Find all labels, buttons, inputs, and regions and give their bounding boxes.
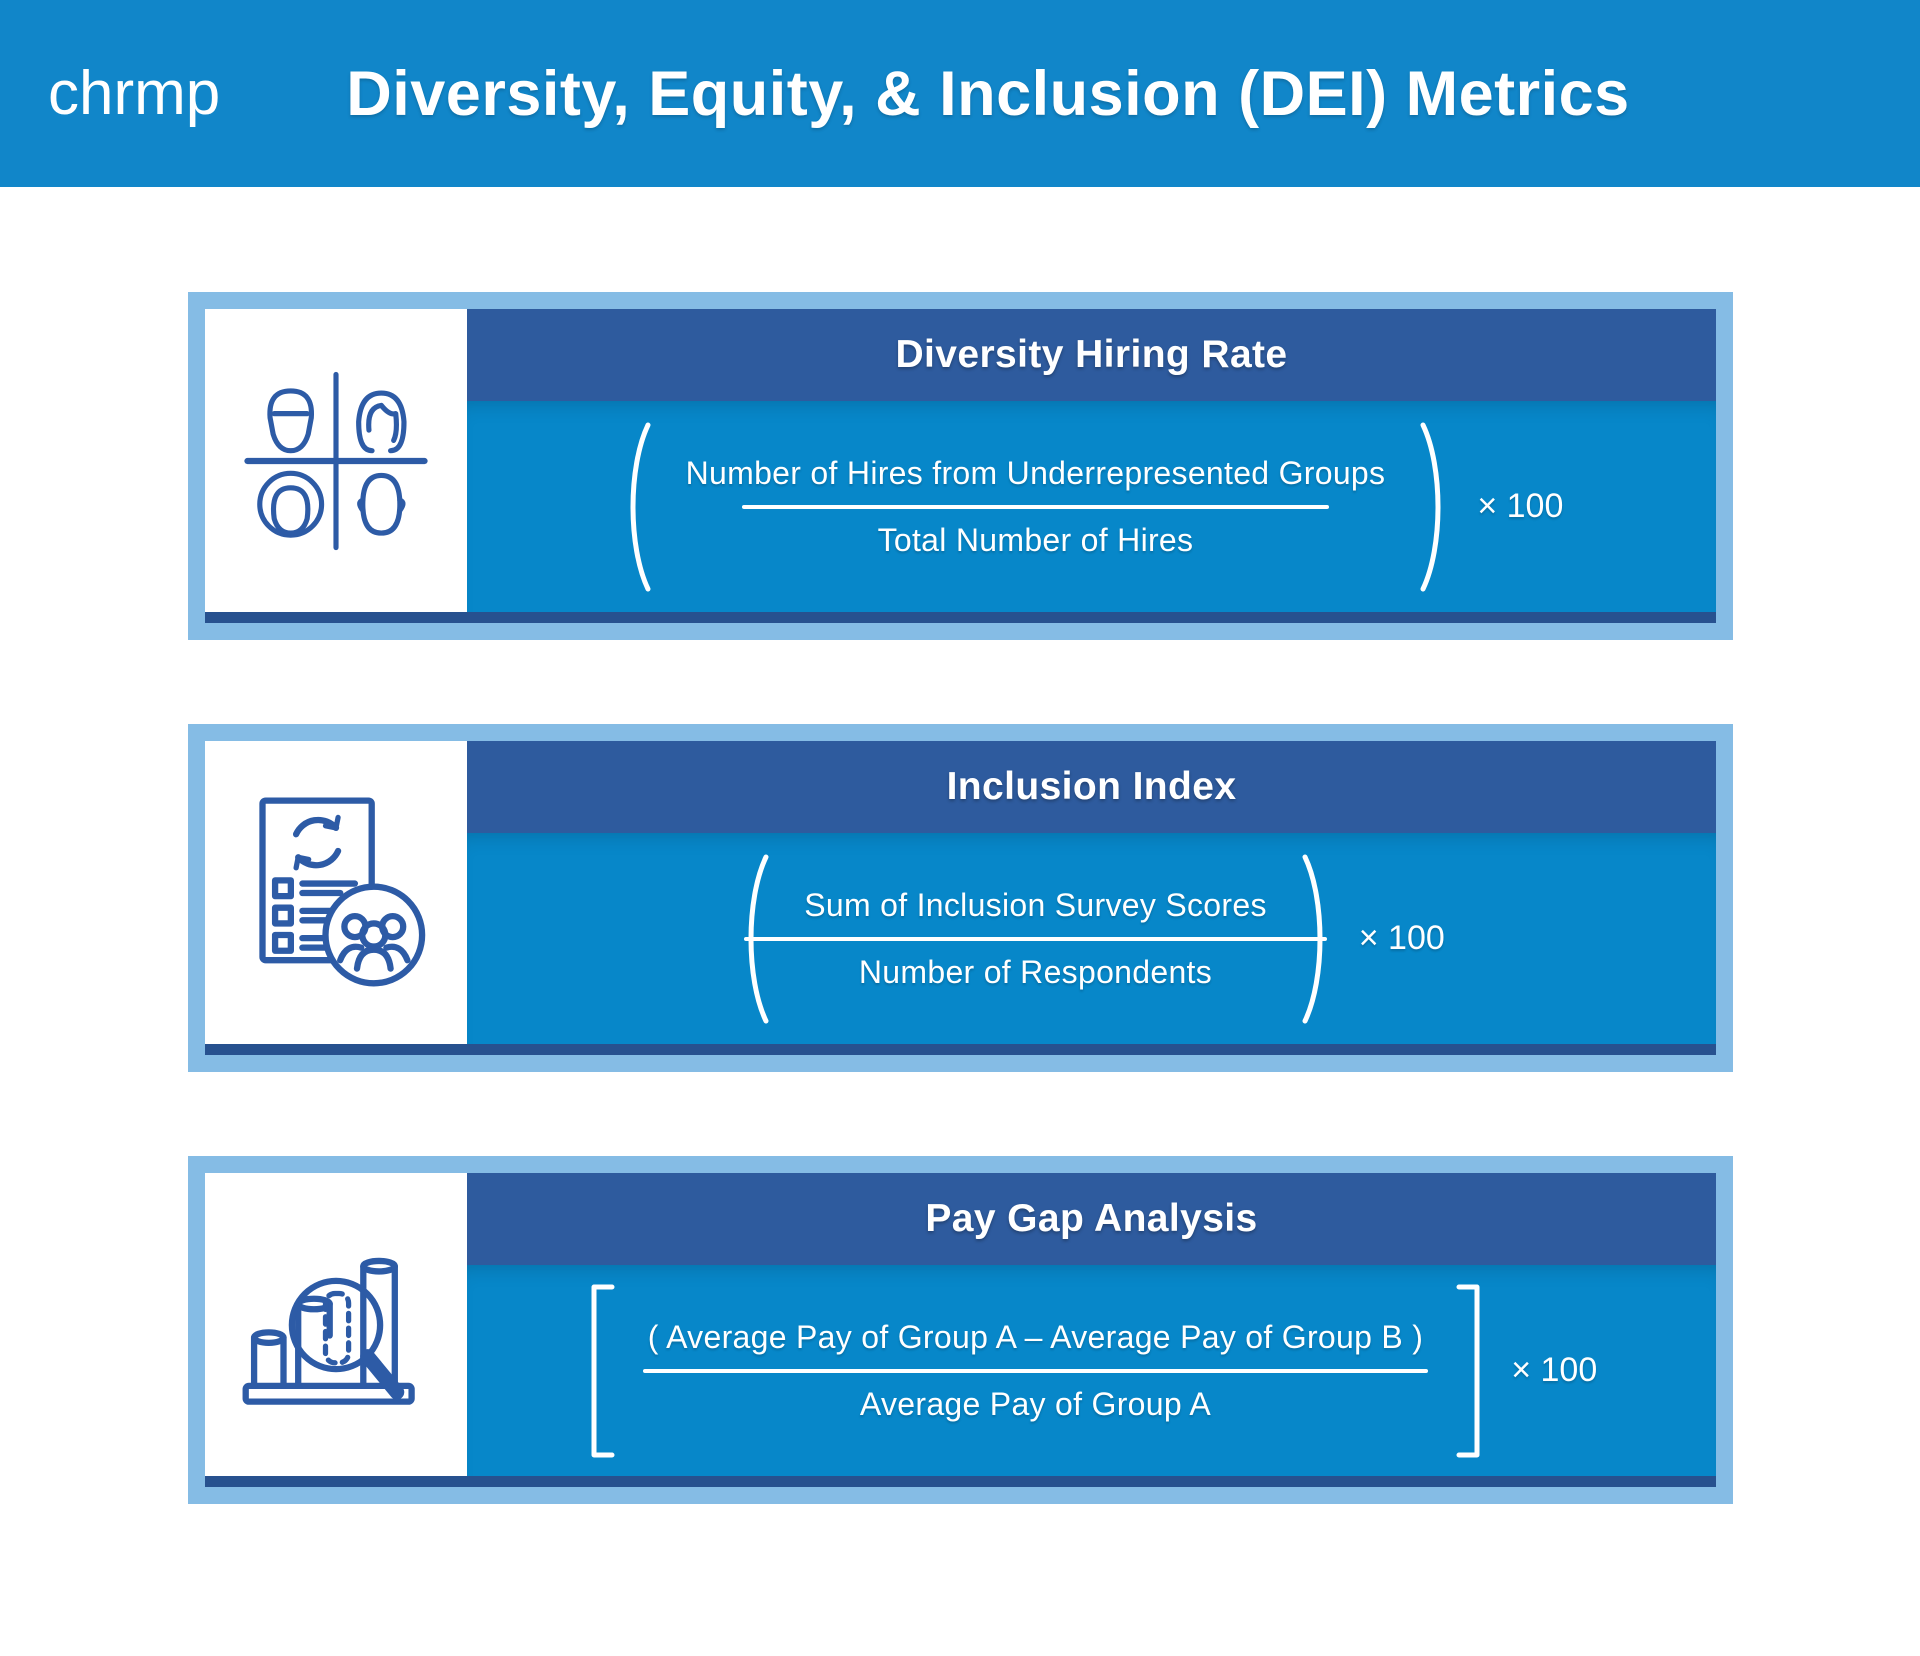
metric-card-diversity-hiring-rate: Diversity Hiring Rate Number of Hires fr… [188, 292, 1733, 640]
fraction-divider [744, 936, 1327, 941]
fraction-numerator: Number of Hires from Underrepresented Gr… [685, 454, 1386, 491]
card-title-bar: Pay Gap Analysis [467, 1173, 1716, 1265]
survey-people-icon [259, 796, 426, 986]
metric-card-pay-gap-analysis: Pay Gap Analysis ( Average Pay of Group … [188, 1156, 1733, 1504]
card-bottom-strip [205, 1476, 1716, 1487]
card-formula-area: ( Average Pay of Group A – Average Pay o… [467, 1265, 1716, 1476]
fraction: Number of Hires from Underrepresented Gr… [678, 455, 1394, 559]
multiplier-label: × 100 [1477, 487, 1564, 525]
card-formula-area: Number of Hires from Underrepresented Gr… [467, 401, 1716, 612]
formula: ( Average Pay of Group A – Average Pay o… [586, 1283, 1598, 1459]
right-paren-icon [1420, 422, 1441, 591]
card-title: Inclusion Index [946, 765, 1237, 808]
icon-box [205, 309, 467, 612]
pay-gap-magnifier-icon [242, 1257, 415, 1405]
fraction-denominator: Average Pay of Group A [859, 1385, 1212, 1422]
left-bracket-icon [591, 1284, 615, 1457]
metric-card-inclusion-index: Inclusion Index Sum of Inclusion Survey … [188, 724, 1733, 1072]
fraction-numerator: ( Average Pay of Group A – Average Pay o… [647, 1318, 1424, 1355]
icon-box [205, 1173, 467, 1476]
card-bottom-strip [205, 612, 1716, 623]
card-title-bar: Diversity Hiring Rate [467, 309, 1716, 401]
fraction-denominator: Number of Respondents [858, 953, 1213, 990]
card-title: Diversity Hiring Rate [895, 333, 1288, 376]
card-title-bar: Inclusion Index [467, 741, 1716, 833]
fraction-divider [741, 504, 1330, 509]
card-title: Pay Gap Analysis [925, 1197, 1258, 1240]
header-bar: chrmp Diversity, Equity, & Inclusion (DE… [0, 0, 1920, 187]
fraction-denominator: Total Number of Hires [877, 521, 1194, 558]
formula: Sum of Inclusion Survey Scores Number of… [738, 851, 1445, 1027]
multiplier-label: × 100 [1511, 1351, 1598, 1389]
fraction: Sum of Inclusion Survey Scores Number of… [744, 886, 1327, 991]
formula: Number of Hires from Underrepresented Gr… [620, 419, 1564, 595]
fraction: ( Average Pay of Group A – Average Pay o… [640, 1319, 1431, 1423]
icon-box [205, 741, 467, 1044]
page-title: Diversity, Equity, & Inclusion (DEI) Met… [346, 58, 1630, 129]
card-bottom-strip [205, 1044, 1716, 1055]
chrmp-logo: chrmp [48, 59, 221, 128]
fraction-numerator: Sum of Inclusion Survey Scores [804, 886, 1267, 923]
right-bracket-icon [1456, 1284, 1480, 1457]
multiplier-label: × 100 [1358, 919, 1445, 957]
left-paren-icon [630, 422, 651, 591]
card-formula-area: Sum of Inclusion Survey Scores Number of… [467, 833, 1716, 1044]
fraction-divider [642, 1368, 1429, 1373]
diverse-faces-icon [244, 371, 428, 550]
right-paren-icon [1302, 854, 1323, 1023]
